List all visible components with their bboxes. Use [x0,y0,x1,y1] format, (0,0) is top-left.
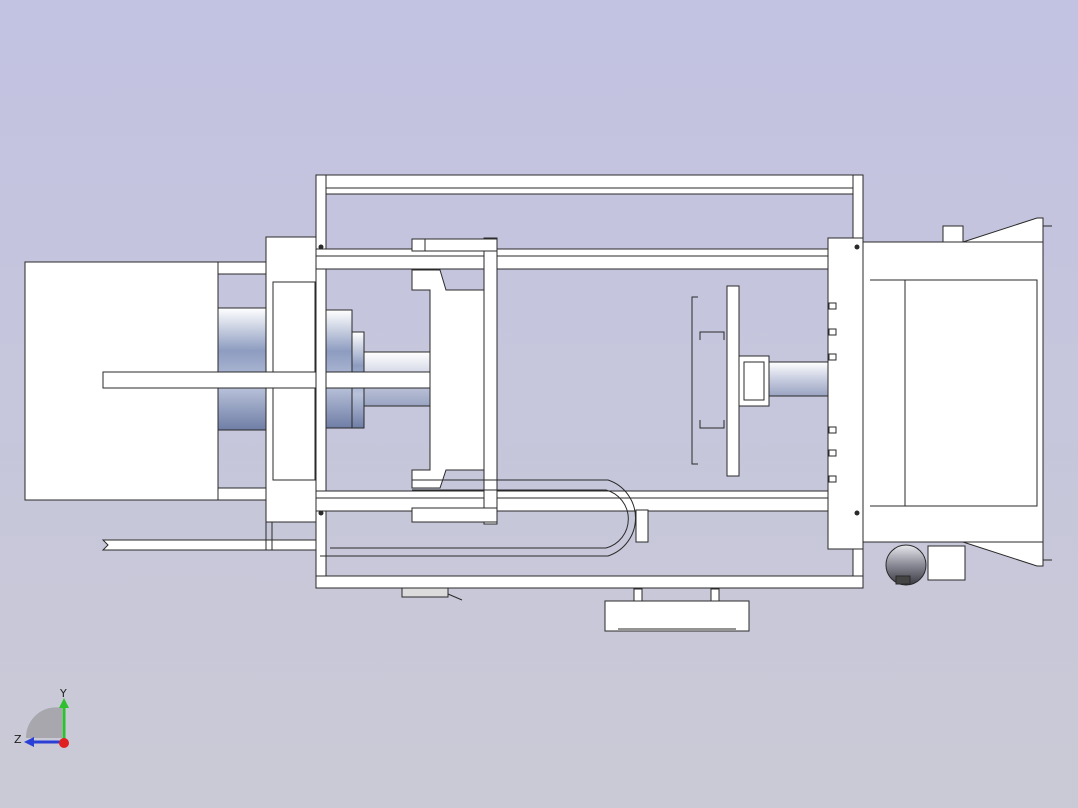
tie-rod-lower[interactable] [315,490,864,512]
triad-arc [25,707,62,738]
triad-y-arrow [59,698,69,708]
platen-bottom-block [411,507,498,523]
bottom-tray[interactable] [604,600,750,632]
hose-loop-inner [330,489,629,549]
cable-connector[interactable] [401,587,449,598]
right-top-gusset [962,217,1044,243]
cylinder-body-right [325,309,353,429]
mold-plate[interactable] [726,285,740,477]
machine-assembly[interactable] [24,174,1052,632]
cylinder-body[interactable] [217,307,267,431]
mold-hook-bottom [699,420,725,429]
gear-motor[interactable] [885,544,927,586]
platen-upright [483,237,498,525]
axis-triad: Y Z [14,687,69,748]
tray-handle-left [633,588,643,602]
frame-corner-bolts [318,244,860,516]
platen-bolts [828,302,837,483]
tray-handle-right [710,588,720,602]
right-end-window [904,279,1038,507]
frame-top-rail[interactable] [315,174,864,195]
mold-bracket [691,296,698,465]
cable-connector-tail [447,593,463,601]
left-housing-flange-top [217,261,267,275]
frame-bottom-rail[interactable] [315,575,864,589]
tie-rod-upper[interactable] [315,248,864,270]
moving-platen[interactable] [411,269,485,489]
right-top-tab [942,225,964,243]
mold-hook-top [699,331,725,340]
ram-head-inner [743,361,765,401]
hose-bracket [635,509,649,543]
bottom-base-bar[interactable] [101,539,317,551]
triad-y-label: Y [59,687,67,700]
platen-top-cap [411,238,426,252]
ram-rod[interactable] [768,361,829,397]
right-bottom-gusset [962,541,1044,567]
gear-motor-body[interactable] [927,545,966,581]
frame-left-post [315,174,327,589]
triad-z-label: Z [14,733,22,746]
triad-x-axis-dot [59,738,69,748]
gear-motor-foot [895,575,911,585]
triad-z-arrow [24,737,34,747]
left-housing-flange-bottom [217,487,267,501]
fixed-platen[interactable] [827,237,864,550]
cross-bar[interactable] [102,371,464,389]
